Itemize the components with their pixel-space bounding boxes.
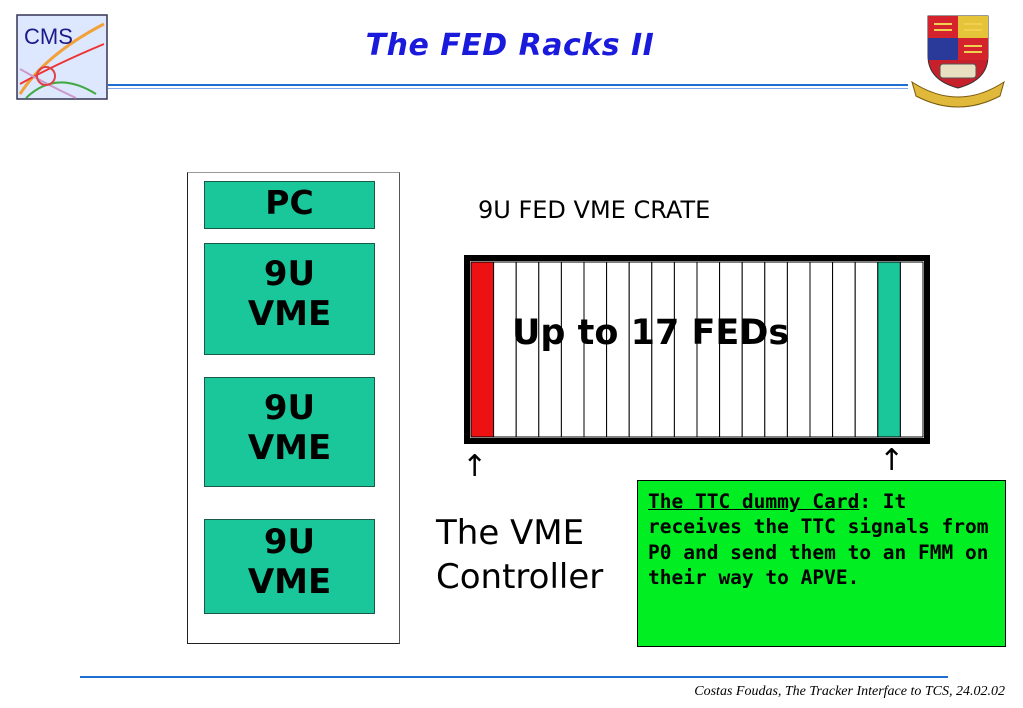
ttc-note-box: The TTC dummy Card: It receives the TTC … xyxy=(637,480,1006,647)
vme-controller-label: The VME Controller xyxy=(436,512,603,599)
vme-controller-line: Controller xyxy=(436,556,604,597)
rack-unit-label: VME xyxy=(247,294,332,335)
rack-unit-vme-2: 9U VME xyxy=(204,377,375,487)
rack-unit-label: 9U xyxy=(263,388,316,428)
rack-unit-pc: PC xyxy=(204,181,375,229)
rack-unit-label: 9U xyxy=(263,522,316,562)
crate-slot xyxy=(809,261,834,438)
rack-unit-label: VME xyxy=(247,562,332,603)
vme-crate xyxy=(464,255,930,444)
up-arrow-icon: ↑ xyxy=(879,443,905,478)
rack-unit-label: 9U xyxy=(263,254,316,294)
up-arrow-icon: ↑ xyxy=(462,449,488,484)
crate-slot-vme-controller xyxy=(470,261,495,438)
cms-logo-text: CMS xyxy=(24,24,73,49)
crate-slot xyxy=(832,261,856,438)
crate-slot xyxy=(899,261,924,438)
footer-text: Costas Foudas, The Tracker Interface to … xyxy=(694,684,1005,699)
ttc-note-heading: The TTC dummy Card xyxy=(648,490,860,513)
crate-slot-ttc-card xyxy=(877,261,901,438)
cms-logo: CMS xyxy=(16,14,108,100)
page-title: The FED Racks II xyxy=(365,28,655,63)
footer-rule xyxy=(80,676,948,678)
vme-controller-line: The VME xyxy=(436,513,585,553)
rack-unit-label: VME xyxy=(247,428,332,469)
crate-feds-label: Up to 17 FEDs xyxy=(512,313,790,353)
rack-unit-vme-1: 9U VME xyxy=(204,243,375,355)
rack-unit-vme-3: 9U VME xyxy=(204,519,375,614)
crate-label: 9U FED VME CRATE xyxy=(478,196,711,224)
ttc-note-body: : It receives the TTC signals from P0 an… xyxy=(648,490,989,590)
crate-slot xyxy=(854,261,879,438)
crate-slot xyxy=(786,261,811,438)
rack-unit-label: PC xyxy=(265,183,314,222)
imperial-crest-icon xyxy=(910,12,1006,112)
header-rule xyxy=(108,84,908,90)
crate-outline xyxy=(464,255,930,444)
rack-frame xyxy=(187,172,400,644)
